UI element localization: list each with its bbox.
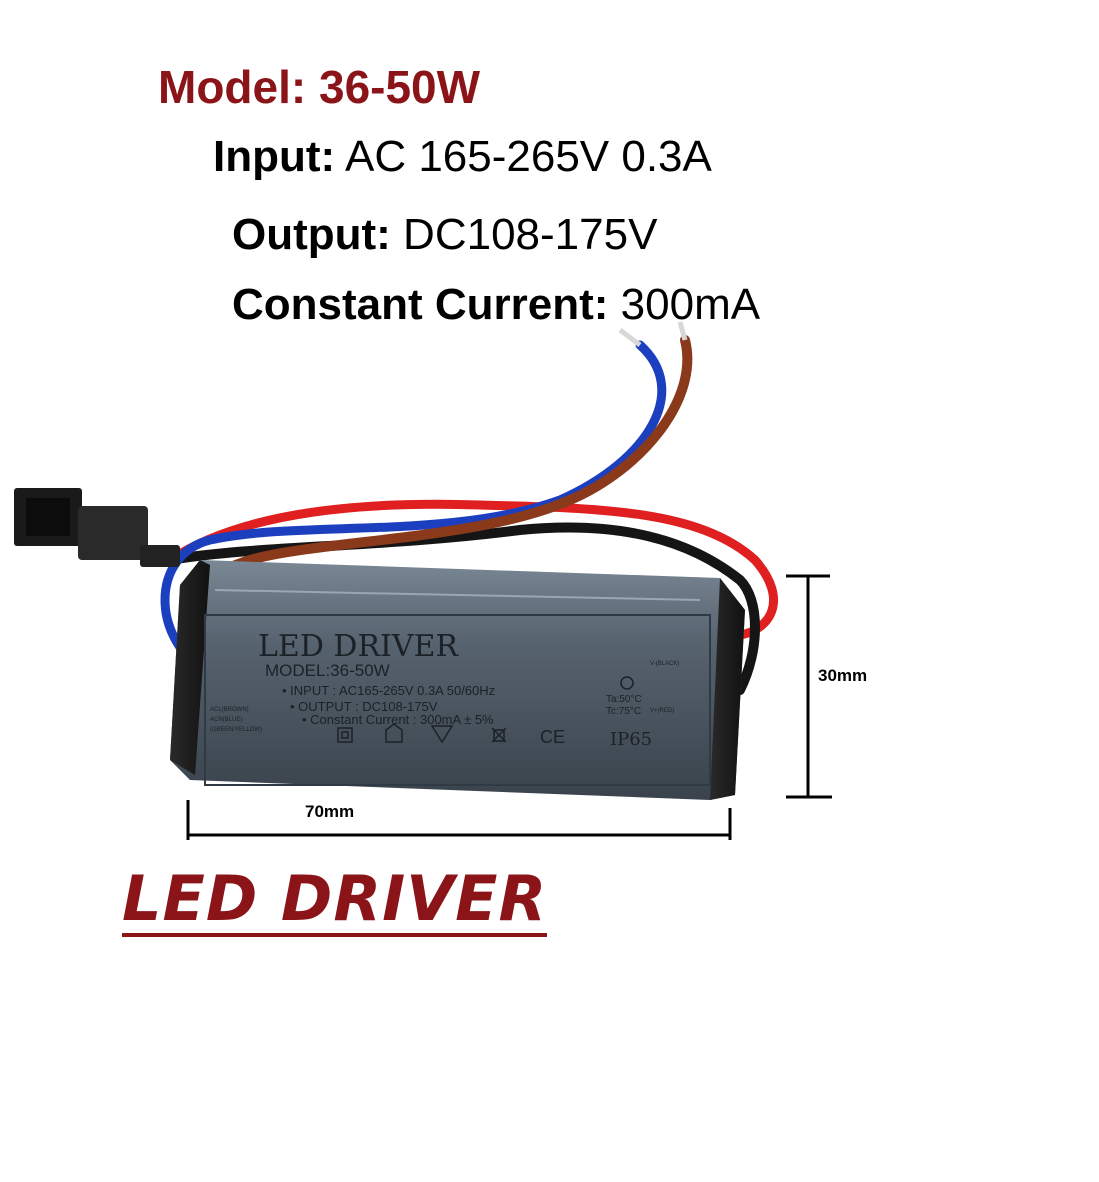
height-dimension-label: 30mm <box>818 666 868 685</box>
dc-connector <box>14 488 180 567</box>
spec-current: Constant Current: 300mA <box>232 280 760 330</box>
case-label-model: MODEL:36-50W <box>265 661 390 680</box>
case-label-rating: IP65 <box>610 729 652 750</box>
tc-icon <box>620 676 634 690</box>
width-dimension-label: 70mm <box>305 802 355 821</box>
case-label-wire-brown: ACL(BROWN) <box>210 707 249 713</box>
case-label-wire-blue: ACN(BLUE) <box>210 717 242 723</box>
spec-output: Output: DC108-175V <box>232 210 657 260</box>
weee-bin-body-icon <box>493 729 505 742</box>
height-dimension-line <box>786 574 832 799</box>
spec-current-label: Constant Current: <box>232 280 609 329</box>
spec-output-value: DC108-175V <box>403 210 658 259</box>
certification-icons <box>337 676 634 744</box>
case-label-wire-green: (GREEN/YELLOW) <box>210 727 262 733</box>
wire-brown <box>203 335 693 605</box>
case-label-output: • OUTPUT : DC108-175V <box>290 699 438 714</box>
spec-input-label: Input: <box>213 132 336 181</box>
indoor-use-icon <box>385 723 403 743</box>
driver-case: LED DRIVER MODEL:36-50W • INPUT : AC165-… <box>170 560 745 800</box>
width-dimension-line <box>186 800 732 840</box>
case-label-text: LED DRIVER MODEL:36-50W • INPUT : AC165-… <box>210 629 679 750</box>
double-insulation-icon <box>337 727 353 743</box>
spec-input-value: AC 165-265V 0.3A <box>344 132 712 181</box>
wire-blue <box>160 340 667 680</box>
spec-input: Input: AC 165-265V 0.3A <box>213 132 712 182</box>
case-label-title: LED DRIVER <box>258 629 459 664</box>
case-label-input: • INPUT : AC165-265V 0.3A 50/60Hz <box>282 683 495 698</box>
case-label-out-black: V-(BLACK) <box>650 661 679 667</box>
spec-output-label: Output: <box>232 210 391 259</box>
fused-transformer-icon <box>430 725 454 744</box>
wire-brown-strip <box>677 321 688 341</box>
spec-current-value: 300mA <box>620 280 761 329</box>
spec-model-label: Model: <box>158 61 307 113</box>
product-caption: LED DRIVER <box>122 866 548 938</box>
double-insulation-inner-icon <box>341 731 349 739</box>
spec-model-value: 36-50W <box>318 61 481 113</box>
spec-model: Model: 36-50W <box>158 60 480 114</box>
wire-red <box>165 499 779 640</box>
ce-mark-icon: CE <box>540 727 565 747</box>
case-label-ta: Ta:50°C <box>606 694 642 705</box>
case-label-out-red: V+(RED) <box>650 708 674 714</box>
led-driver-photo: LED DRIVER MODEL:36-50W • INPUT : AC165-… <box>14 321 832 840</box>
case-label-tc: Tc:75°C <box>606 706 641 717</box>
wire-blue-strip <box>618 328 642 347</box>
case-label-current: • Constant Current : 300mA ± 5% <box>302 712 494 727</box>
